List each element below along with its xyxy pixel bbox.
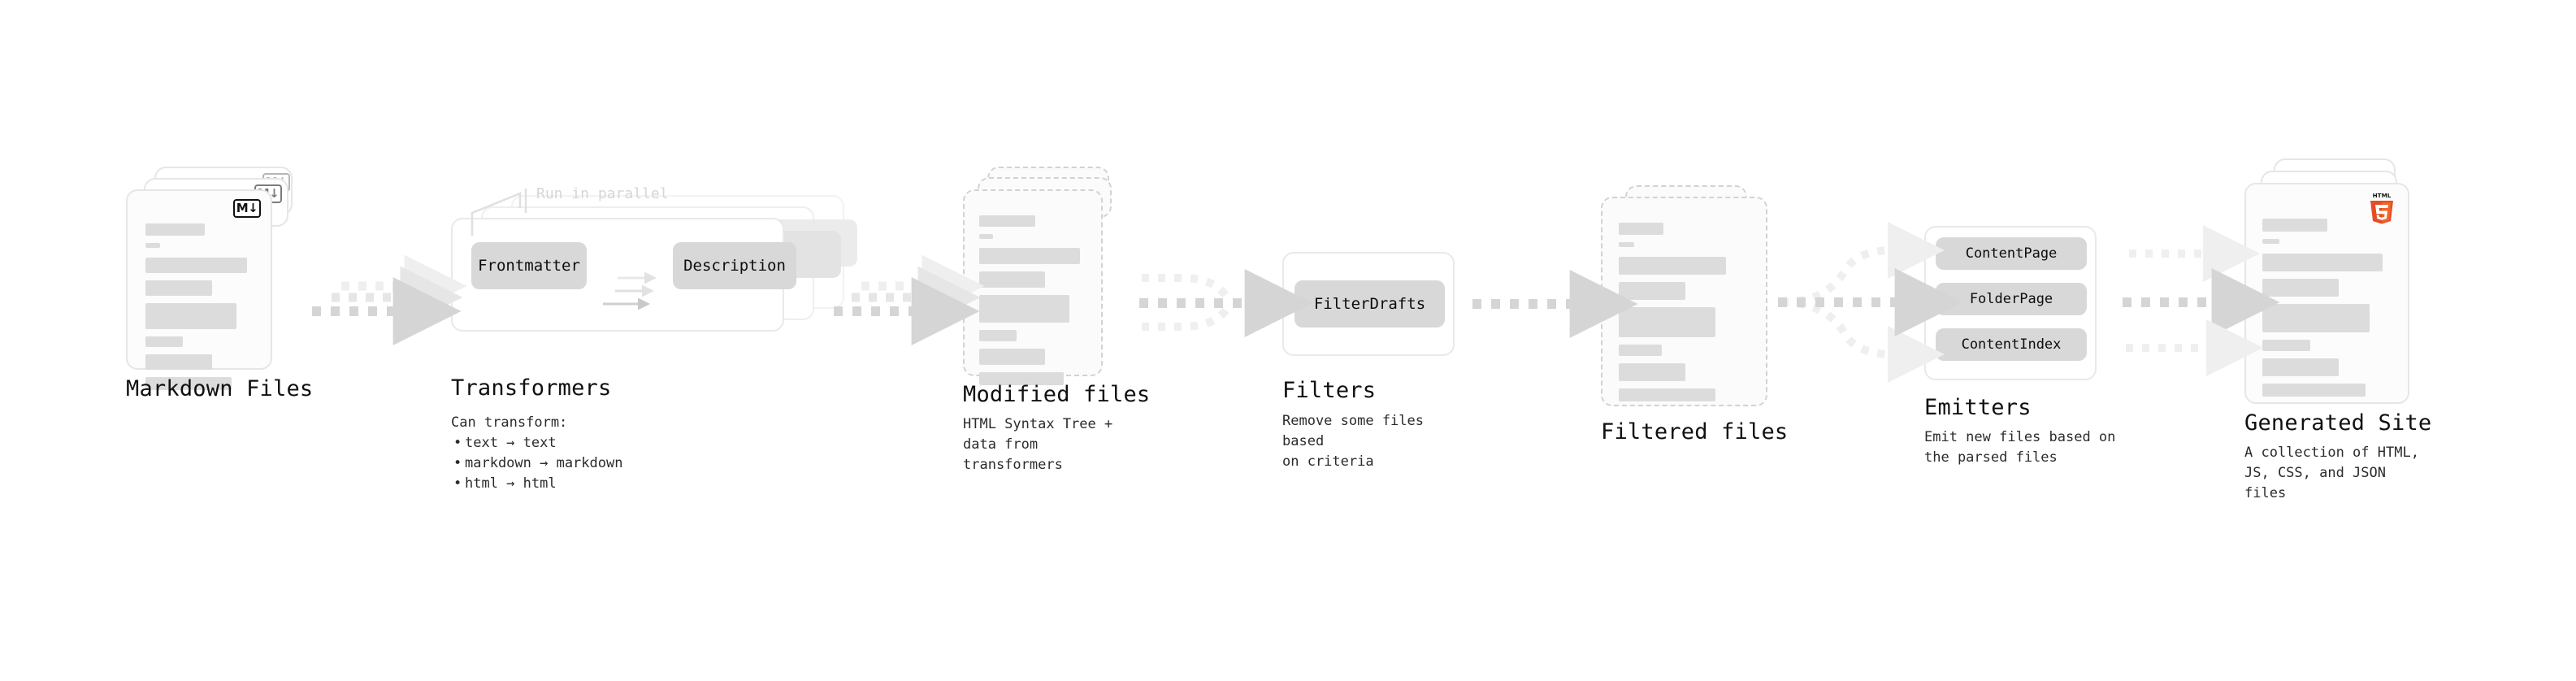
content-bar bbox=[1619, 307, 1716, 337]
content-bar bbox=[2262, 254, 2383, 271]
content-bar bbox=[1619, 345, 1663, 356]
stage-subtitle-filters: Remove some files based on criteria bbox=[1282, 413, 1424, 470]
annotation-run-in-parallel: Run in parallel bbox=[536, 185, 669, 202]
content-bar bbox=[979, 271, 1045, 288]
content-bar bbox=[979, 349, 1045, 365]
stage-subtitle-emitters: Emit new files based on the parsed files bbox=[1924, 429, 2116, 466]
stage-emitters: ContentPage FolderPage ContentIndex Emit… bbox=[1924, 226, 2119, 466]
modified-card-content-lines bbox=[979, 215, 1086, 393]
transformers-capability-item: markdown → markdown bbox=[451, 453, 622, 474]
stage-filters: FilterDrafts Filters Remove some files b… bbox=[1282, 252, 1469, 470]
filtered-card-front bbox=[1601, 197, 1767, 406]
content-bar bbox=[2262, 219, 2327, 232]
stage-transformers: Frontmatter Description Run in parallel … bbox=[451, 185, 874, 494]
content-bar bbox=[1619, 242, 1635, 247]
content-bar bbox=[1619, 388, 1716, 401]
content-bar bbox=[145, 336, 184, 347]
stage-subtitle-generated-site: A collection of HTML, JS, CSS, and JSON … bbox=[2244, 445, 2419, 501]
stage-modified-files: Modified files HTML Syntax Tree + data f… bbox=[963, 167, 1150, 473]
content-bar bbox=[2262, 304, 2370, 332]
connector-modified-to-filters bbox=[1139, 269, 1313, 337]
markdown-card-content-lines bbox=[145, 223, 253, 397]
content-bar bbox=[2262, 340, 2310, 351]
filters-group: FilterDrafts bbox=[1282, 252, 1469, 366]
markdown-file-stack: M↓ M↓ M↓ bbox=[126, 167, 301, 419]
connector-filtered-to-emitters bbox=[1778, 222, 1963, 383]
content-bar bbox=[145, 280, 212, 296]
content-bar bbox=[1619, 363, 1686, 381]
site-card-front: HTML bbox=[2244, 183, 2409, 404]
html5-icon: HTML bbox=[2370, 192, 2393, 224]
filtered-card-content-lines bbox=[1619, 223, 1750, 409]
content-bar bbox=[979, 372, 1065, 385]
content-bar bbox=[979, 234, 994, 239]
chip-filterdrafts[interactable]: FilterDrafts bbox=[1295, 280, 1445, 327]
content-bar bbox=[2262, 239, 2279, 244]
stage-title-filters: Filters bbox=[1282, 378, 1377, 403]
site-card-content-lines bbox=[2262, 219, 2392, 404]
content-bar bbox=[145, 258, 248, 273]
stage-filtered-files: Filtered files bbox=[1601, 185, 1788, 445]
stage-title-modified-files: Modified files bbox=[963, 382, 1151, 407]
stage-title-transformers: Transformers bbox=[451, 375, 612, 401]
transformers-capability-list: text → text markdown → markdown html → h… bbox=[451, 433, 622, 494]
merge-branch-top bbox=[1142, 274, 1233, 303]
markdown-card-front: M↓ bbox=[126, 189, 272, 390]
chip-frontmatter[interactable]: Frontmatter bbox=[471, 242, 587, 289]
html5-badge: HTML bbox=[2367, 191, 2396, 225]
stage-generated-site: CSS HTML bbox=[2244, 158, 2431, 501]
merge-branch-bottom bbox=[1142, 303, 1233, 331]
transformers-capability-item: html → html bbox=[451, 474, 622, 494]
content-bar bbox=[145, 354, 212, 370]
modified-card-front bbox=[963, 189, 1103, 385]
stage-title-generated-site: Generated Site bbox=[2244, 410, 2432, 436]
content-bar bbox=[979, 295, 1069, 323]
content-bar bbox=[2262, 279, 2339, 297]
connector-markdown-to-transformers bbox=[312, 254, 467, 345]
stage-title-emitters: Emitters bbox=[1924, 395, 2032, 420]
emitters-group: ContentPage FolderPage ContentIndex bbox=[1924, 226, 2119, 388]
content-bar bbox=[979, 248, 1081, 264]
content-bar bbox=[145, 377, 232, 390]
svg-text:HTML: HTML bbox=[2373, 192, 2392, 199]
content-bar bbox=[145, 243, 161, 248]
content-bar bbox=[145, 223, 205, 236]
connector-emitters-to-site bbox=[2123, 225, 2280, 376]
content-bar bbox=[979, 330, 1017, 341]
markdown-badge: M↓ bbox=[233, 199, 261, 218]
split-branch-bottom bbox=[1780, 298, 1945, 383]
stage-subtitle-modified-files: HTML Syntax Tree + data from transformer… bbox=[963, 416, 1113, 473]
stage-title-filtered-files: Filtered files bbox=[1601, 419, 1789, 445]
modified-file-stack bbox=[963, 167, 1138, 402]
split-branch-top bbox=[1780, 222, 1945, 306]
content-bar bbox=[1619, 223, 1663, 235]
content-bar bbox=[979, 215, 1035, 227]
content-bar bbox=[145, 303, 237, 329]
stage-markdown-files: M↓ M↓ M↓ Markdown Files bbox=[126, 167, 313, 419]
content-bar bbox=[1619, 282, 1686, 300]
transformers-capability-item: text → text bbox=[451, 433, 622, 453]
generated-site-stack: CSS HTML bbox=[2244, 158, 2431, 410]
chip-contentindex[interactable]: ContentIndex bbox=[1936, 328, 2087, 361]
content-bar bbox=[1619, 257, 1727, 275]
chip-description[interactable]: Description bbox=[673, 242, 796, 289]
chip-folderpage[interactable]: FolderPage bbox=[1936, 283, 2087, 315]
filtered-file-stack bbox=[1601, 185, 1776, 421]
stage-title-markdown-files: Markdown Files bbox=[126, 376, 314, 401]
transformers-group-stack: Frontmatter Description Run in parallel bbox=[451, 185, 874, 341]
transformers-subtitle-head: Can transform: bbox=[451, 414, 568, 431]
content-bar bbox=[2262, 384, 2366, 397]
chip-contentpage[interactable]: ContentPage bbox=[1936, 237, 2087, 270]
content-bar bbox=[2262, 358, 2339, 376]
